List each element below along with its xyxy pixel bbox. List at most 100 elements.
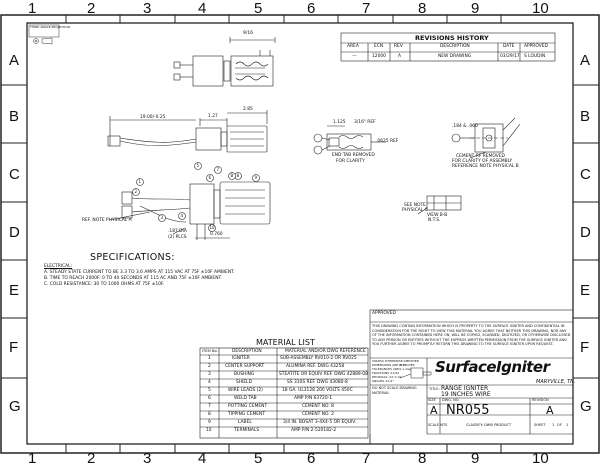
zone-col-6: 6	[307, 0, 316, 17]
zone-col-4: 4	[198, 0, 207, 17]
ml-row-8-desc: TIPPING CEMENT	[228, 412, 266, 417]
dim-0625: .0625 REF	[376, 139, 399, 144]
ml-row-5-mat: 18 GA. UL3128 200 VOLTS 450C	[282, 388, 353, 393]
size-label: SIZE	[428, 398, 436, 402]
callout-b: B	[230, 173, 234, 178]
dim-0760: 0.760	[210, 232, 223, 237]
dwg-number: NR055	[446, 403, 490, 418]
zone-row-e: E	[9, 282, 20, 299]
ml-row-8-item: 8	[208, 412, 211, 417]
dim-184: .184 & .060	[452, 124, 478, 129]
material-label: MATERIAL	[372, 391, 390, 395]
dwg-label: DWG. NO.	[442, 398, 460, 402]
ml-row-9-mat: 3/4 IN. BOSAT 3-4X4-5 OR EQUIV.	[283, 420, 357, 425]
end-tab-note-2: FOR CLARITY	[336, 159, 365, 164]
rev-area: ---	[352, 54, 357, 59]
tol-line-3: FRACTIONS ±1/32	[372, 371, 400, 375]
classify-label: CLASSIFY:	[466, 423, 484, 427]
drawing-title-2: 19 INCHES WIRE	[441, 391, 491, 398]
zone-col-3: 3	[143, 0, 152, 17]
zone-col-2: 2	[87, 0, 96, 17]
ml-row-10-item: 10	[206, 428, 212, 433]
zone-col-9: 9	[471, 0, 480, 17]
rev-header-approved: APPROVED	[524, 44, 548, 49]
ml-row-2-desc: CENTER SUPPORT	[225, 364, 265, 369]
zone-col-5-bottom: 5	[254, 450, 263, 464]
cement-note-2: FOR CLARITY OF ASSEMBLY	[452, 159, 513, 164]
rev-description: NEW DRAWING	[438, 54, 472, 59]
dim-3-16: 3/16" REF	[354, 120, 376, 125]
zone-col-7: 7	[362, 0, 371, 17]
company-logo: SurfaceIgniter	[435, 358, 550, 376]
zone-row-c-right: C	[580, 166, 591, 183]
zone-col-7-bottom: 7	[362, 450, 371, 464]
zone-col-8: 8	[418, 0, 427, 17]
rev-approved: S LOUDIN	[524, 54, 546, 59]
zone-col-9-bottom: 9	[471, 450, 480, 464]
zone-col-3-bottom: 3	[143, 450, 152, 464]
callout-10: 10	[209, 225, 215, 230]
dim-285: 2.85	[243, 107, 253, 112]
ml-row-1-desc: IGNITER	[232, 356, 250, 361]
ml-row-7-item: 7	[208, 404, 211, 409]
dim-1125: 1.125	[333, 120, 346, 125]
ml-row-3-desc: BUSHING	[234, 372, 255, 377]
callout-8: 8	[236, 173, 240, 178]
scale-note: DO NOT SCALE DRAWING	[372, 386, 417, 390]
cement-note-3: REFERENCE NOTE PHYSICAL B	[452, 164, 519, 169]
callout-circles	[132, 162, 260, 232]
tol-line-2: TOLERANCES ARE:	[372, 367, 400, 371]
zone-row-g: G	[9, 398, 21, 415]
projection-label: THIRD ANGLE PROJECTION	[30, 25, 70, 29]
specs-subtitle: ELECTRICAL:	[44, 264, 73, 269]
zone-col-4-bottom: 4	[198, 450, 207, 464]
ml-header-material: MATERIAL AND/OR DWG REFERENCE	[285, 349, 366, 354]
rev-header-ecn: ECN	[374, 44, 384, 49]
title-label: TITLE:	[429, 387, 440, 391]
zone-row-b-right: B	[580, 108, 591, 125]
revisions-title: REVISIONS HISTORY	[415, 34, 489, 42]
see-note-1: SEE NOTE	[404, 203, 426, 208]
ml-row-4-desc: SHIELD	[236, 380, 252, 385]
tol-title: UNLESS OTHERWISE SPECIFIED	[372, 359, 420, 363]
dim-187-plcs: (2) PLCS	[168, 235, 187, 240]
cement-note-1: CEMENT RF REMOVED	[456, 154, 505, 159]
callout-7: 7	[216, 167, 220, 172]
zone-row-c: C	[9, 166, 20, 183]
rev-header-area: AREA	[347, 44, 359, 49]
view-bb-nts: N.T.S.	[428, 218, 441, 223]
material-list-title: MATERIAL LIST	[256, 338, 315, 347]
zone-col-1: 1	[28, 0, 37, 17]
tol-line-5: ANGLES ±1/2°	[372, 379, 394, 383]
ml-row-5-item: 5	[208, 388, 211, 393]
revision-value: A	[546, 404, 554, 417]
rev-rev: A	[398, 54, 402, 59]
callout-1: 1	[138, 179, 142, 184]
ml-row-6-desc: WELD TAB	[234, 396, 257, 401]
company-location: MARYVILLE, TN.	[536, 379, 576, 385]
see-note-2: PHYSICAL C	[402, 208, 428, 213]
ml-row-4-mat: SS 310S REF. DWG 43080-8	[287, 380, 348, 385]
sheet-total: 1	[566, 423, 569, 427]
zone-col-6-bottom: 6	[307, 450, 316, 464]
rev-date: 03/29/17	[500, 54, 520, 59]
zone-row-f: F	[9, 339, 19, 356]
zone-row-d: D	[9, 224, 20, 241]
ml-row-7-mat: CEMENT NO. 8	[302, 404, 334, 409]
zone-row-a: A	[9, 52, 20, 69]
rev-header-description: DESCRIPTION	[440, 44, 470, 49]
sheet-number: 1	[552, 423, 555, 427]
ml-row-3-item: 3	[208, 372, 211, 377]
callout-5: 5	[196, 163, 200, 168]
ml-row-6-mat: AMP P/N 63720-1	[294, 396, 332, 401]
dim-187-dia: .187 DIA	[168, 229, 187, 234]
zone-col-1-bottom: 1	[28, 450, 37, 464]
ml-row-6-item: 6	[208, 396, 211, 401]
dim-top: 9/16	[243, 31, 253, 36]
callout-6: 6	[208, 175, 212, 180]
spec-line-b: B. TIME TO REACH 2000F: 0 TO 40 SECONDS …	[44, 276, 223, 281]
zone-col-10: 10	[532, 0, 549, 17]
ml-row-10-desc: TERMINALS	[234, 428, 260, 433]
